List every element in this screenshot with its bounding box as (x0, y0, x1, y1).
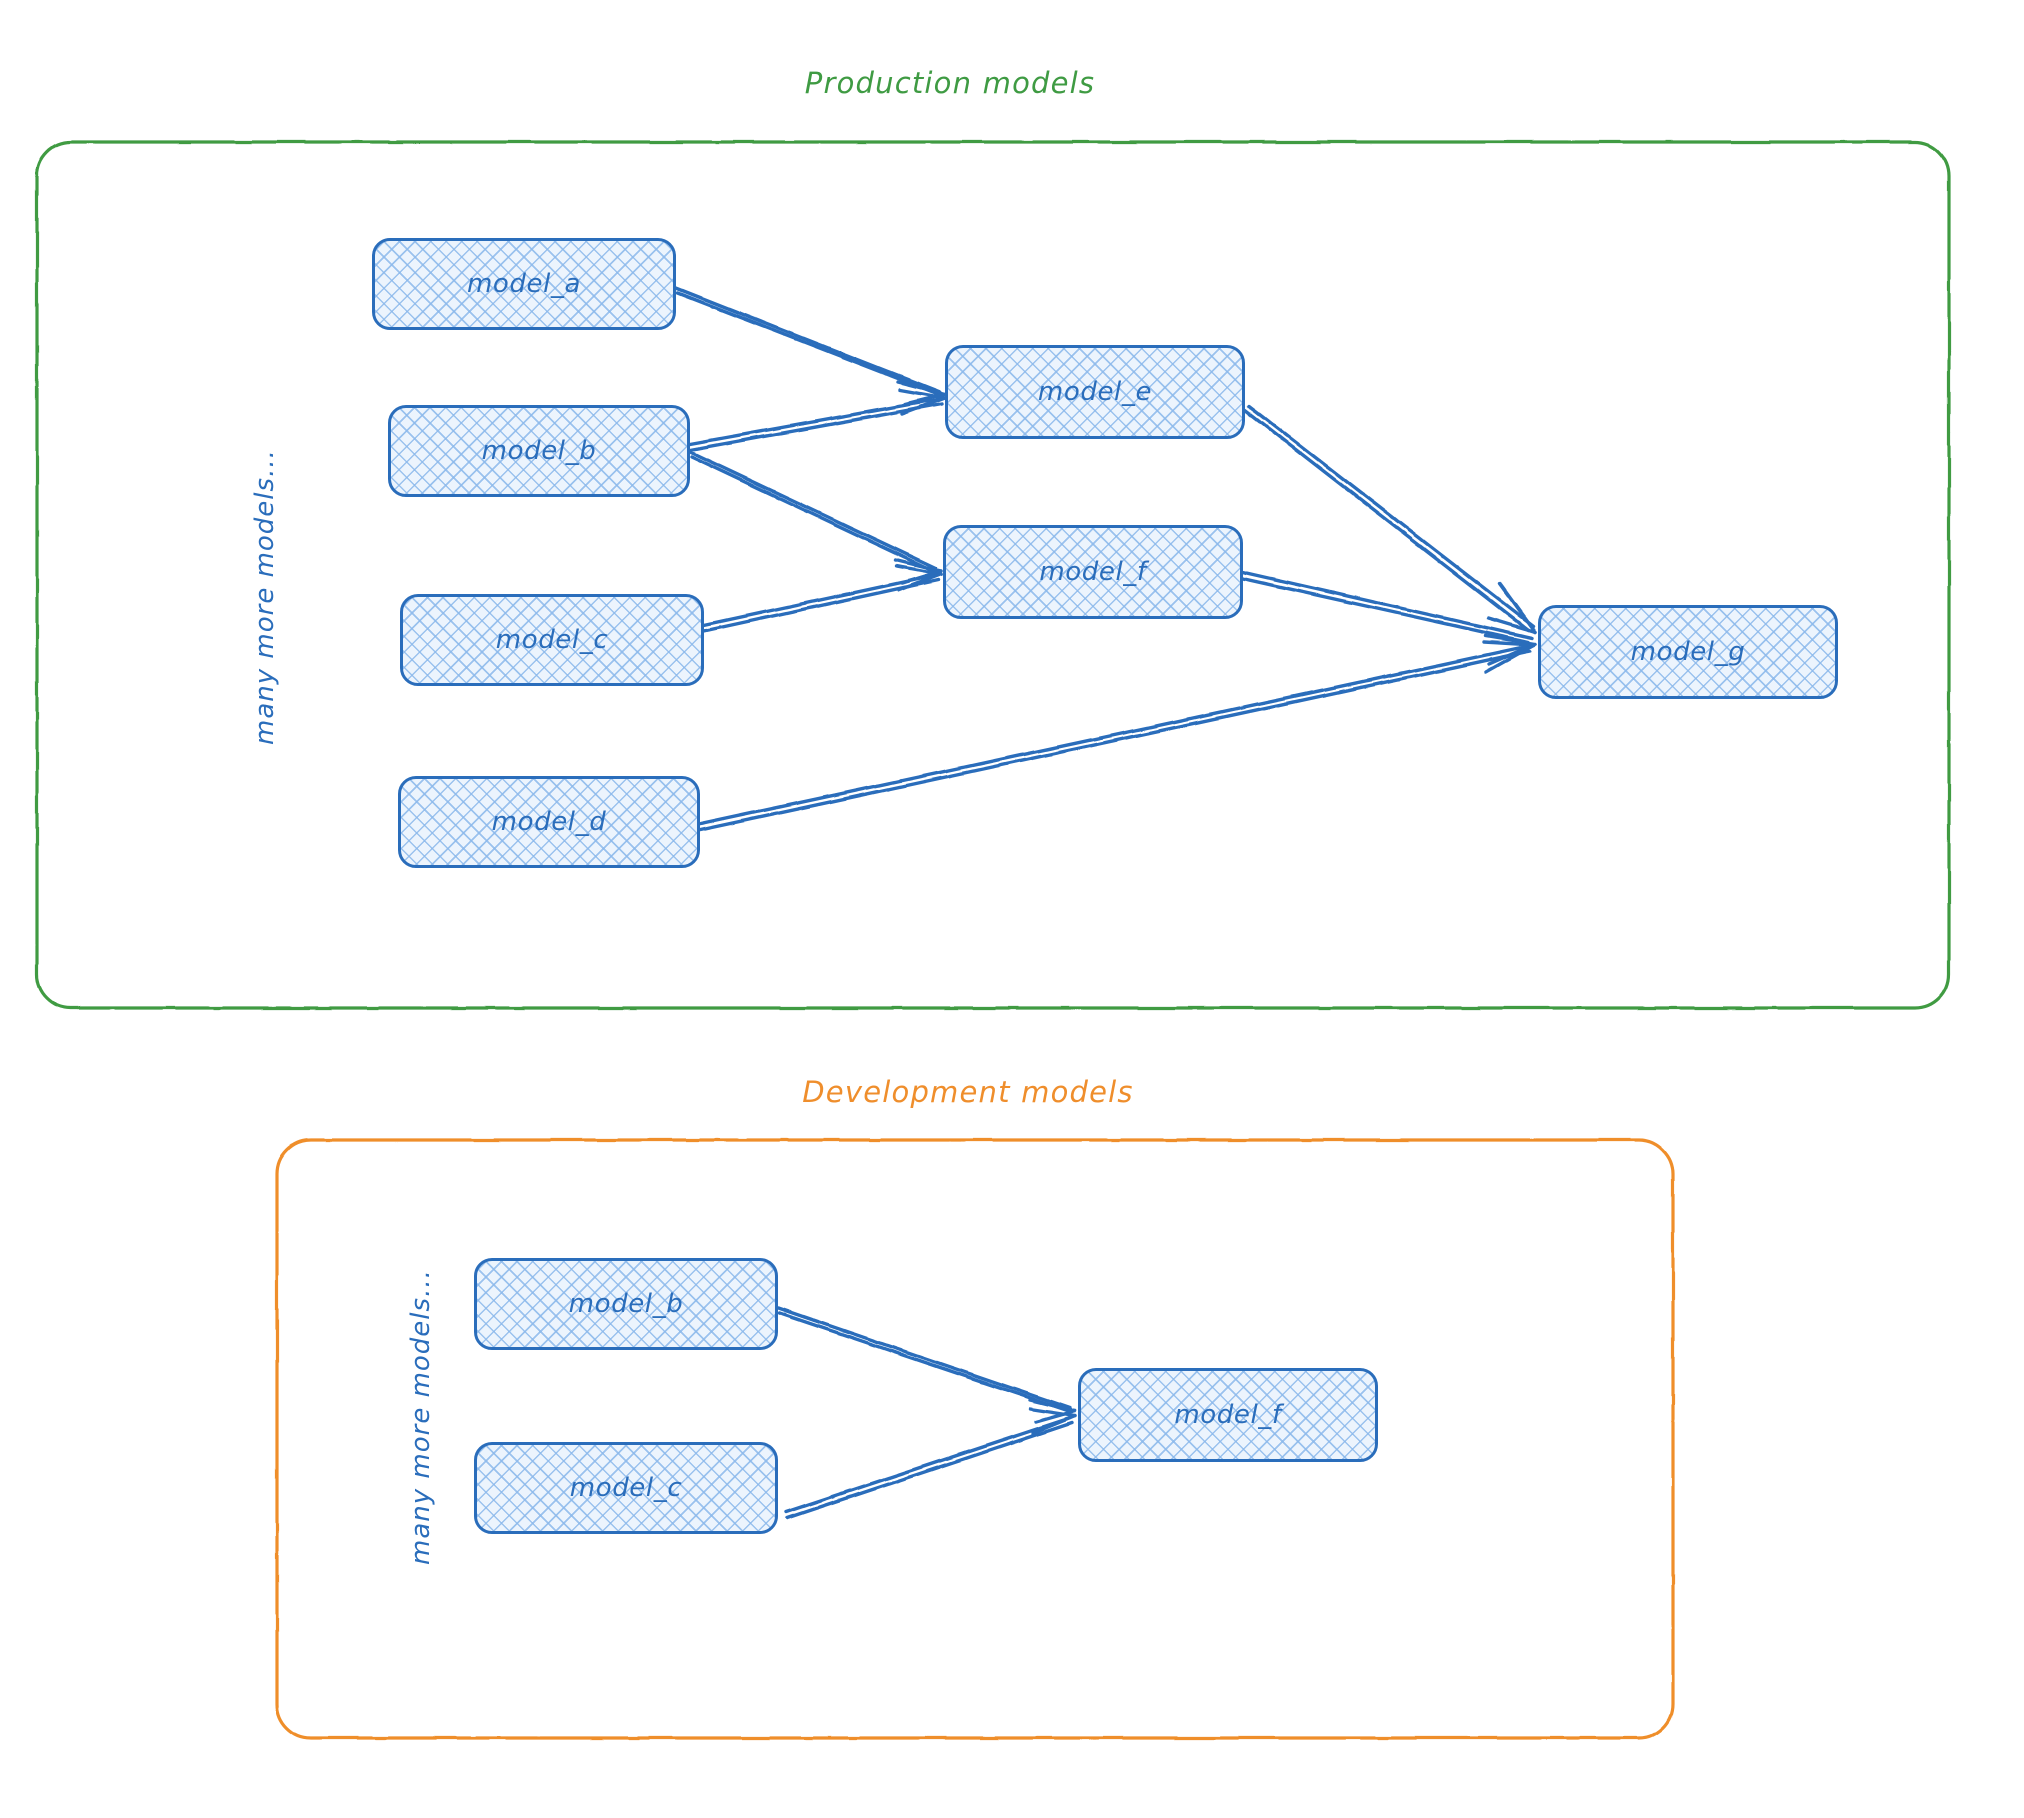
node-dev-model_b[interactable]: model_b (474, 1258, 778, 1350)
node-model_d[interactable]: model_d (398, 776, 700, 868)
node-model_a[interactable]: model_a (372, 238, 676, 330)
node-model_g-label: model_g (1630, 637, 1746, 667)
edge-model_d-to-model_g (698, 640, 1536, 832)
node-model_c-label: model_c (495, 625, 609, 655)
node-dev-model_f[interactable]: model_f (1078, 1368, 1378, 1462)
production-side-note: many more models... (250, 449, 280, 745)
node-dev-model_c[interactable]: model_c (474, 1442, 778, 1534)
edge-dev_model_b-to-dev_model_f (776, 1306, 1077, 1424)
node-model_d-label: model_d (491, 807, 607, 837)
node-dev-model_c-label: model_c (569, 1473, 683, 1503)
node-model_b-label: model_b (481, 436, 597, 466)
edge-model_c-to-model_f (702, 564, 943, 633)
node-model_a-label: model_a (466, 269, 582, 299)
node-model_f[interactable]: model_f (943, 525, 1243, 619)
development-side-note: many more models... (406, 1269, 436, 1565)
production-group-title: Production models (804, 66, 1096, 100)
node-dev-model_f-label: model_f (1174, 1400, 1282, 1430)
node-model_g[interactable]: model_g (1538, 605, 1838, 699)
edge-model_a-to-model_e (674, 286, 947, 406)
node-model_e-label: model_e (1037, 377, 1153, 407)
node-model_f-label: model_f (1039, 557, 1147, 587)
node-dev-model_b-label: model_b (568, 1289, 684, 1319)
development-group-container (275, 1138, 1675, 1740)
production-edges (674, 286, 1537, 832)
development-group-title: Development models (802, 1075, 1134, 1109)
edge-dev_model_c-to-dev_model_f (784, 1407, 1077, 1520)
edge-model_b-to-model_f (688, 450, 943, 585)
node-model_c[interactable]: model_c (400, 594, 704, 686)
node-model_b[interactable]: model_b (388, 405, 690, 497)
development-edges (776, 1306, 1077, 1520)
edge-model_e-to-model_g (1243, 404, 1537, 634)
edge-model_b-to-model_e (688, 388, 947, 452)
production-group-container (35, 140, 1951, 1010)
node-model_e[interactable]: model_e (945, 345, 1245, 439)
